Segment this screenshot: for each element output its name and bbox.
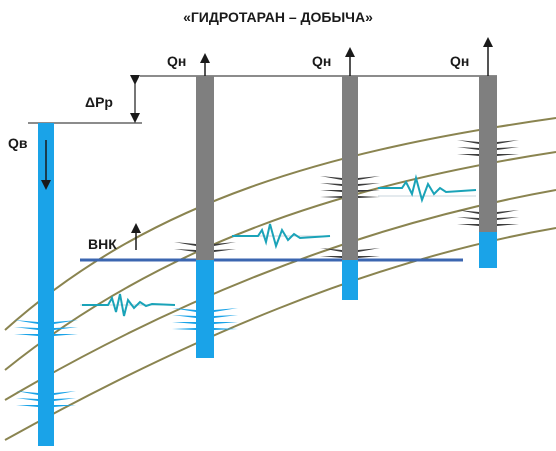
injection-perforations — [14, 320, 78, 407]
producer-rate-label: Qн — [167, 53, 186, 69]
owc-label: ВНК — [88, 236, 117, 252]
oil-column — [196, 76, 214, 260]
stratum-line-4 — [4, 227, 556, 441]
perforations — [174, 242, 236, 252]
producer-rate-label: Qн — [312, 53, 331, 69]
producer-well-2: Qн — [312, 47, 380, 300]
perforations — [457, 140, 519, 226]
water-perforations — [172, 308, 238, 330]
stratum-line-1 — [4, 117, 556, 331]
strata-layers — [4, 117, 556, 441]
pressure-waves — [80, 174, 477, 317]
injection-well-column — [38, 123, 54, 446]
pressure-indicator: ΔPp — [28, 75, 142, 124]
producer-rate-label: Qн — [450, 53, 469, 69]
oil-column — [342, 76, 358, 260]
producer-well-3: Qн — [450, 37, 519, 268]
water-column — [479, 232, 497, 268]
stratum-line-3 — [4, 189, 556, 401]
water-column — [196, 260, 214, 358]
injection-rate-label: Qв — [8, 135, 28, 151]
pressure-wave-2 — [232, 223, 331, 250]
oil-column — [479, 76, 497, 232]
water-column — [342, 260, 358, 300]
diagram-title: «ГИДРОТАРАН – ДОБЫЧА» — [183, 9, 373, 25]
stratum-line-2 — [4, 151, 556, 371]
pressure-wave-3 — [378, 174, 477, 204]
pressure-label: ΔPp — [85, 94, 113, 110]
injection-well: Qв — [8, 123, 78, 446]
perforations — [320, 176, 380, 258]
owc-marker: ВНК — [88, 223, 141, 252]
pressure-wave-1 — [82, 293, 176, 317]
producer-well-1: Qн — [167, 53, 238, 358]
